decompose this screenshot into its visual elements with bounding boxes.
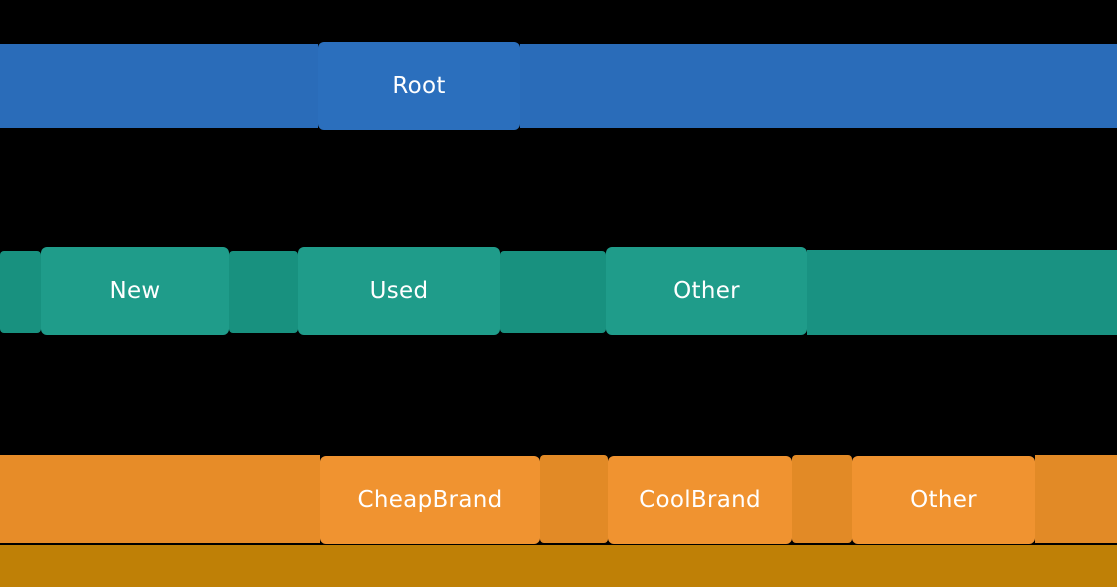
condition-unlabeled-4[interactable] bbox=[807, 250, 1117, 335]
root-band-left[interactable] bbox=[0, 44, 318, 128]
tile-label: Other bbox=[673, 277, 740, 304]
tile-other-condition[interactable]: Other bbox=[606, 247, 807, 335]
brand-unlabeled-4[interactable] bbox=[1035, 455, 1117, 543]
condition-unlabeled-2[interactable] bbox=[229, 251, 298, 333]
condition-unlabeled-1[interactable] bbox=[0, 251, 41, 333]
brand-unlabeled-3[interactable] bbox=[792, 455, 852, 543]
tile-label: New bbox=[109, 277, 161, 304]
tile-label: CoolBrand bbox=[639, 486, 761, 513]
brand-unlabeled-2[interactable] bbox=[540, 455, 608, 543]
tile-used[interactable]: Used bbox=[298, 247, 500, 335]
tile-label: Other bbox=[910, 486, 977, 513]
tile-new[interactable]: New bbox=[41, 247, 229, 335]
tile-label: Used bbox=[369, 277, 429, 304]
tile-cheapbrand[interactable]: CheapBrand bbox=[320, 456, 540, 544]
tile-root[interactable]: Root bbox=[318, 42, 520, 130]
root-band-right[interactable] bbox=[520, 44, 1117, 128]
brand-unlabeled-1[interactable] bbox=[0, 455, 320, 543]
tile-other-brand[interactable]: Other bbox=[852, 456, 1035, 544]
tile-label: Root bbox=[392, 72, 446, 99]
tile-coolbrand[interactable]: CoolBrand bbox=[608, 456, 792, 544]
cutoff-row[interactable] bbox=[0, 545, 1117, 587]
tile-label: CheapBrand bbox=[357, 486, 503, 513]
condition-unlabeled-3[interactable] bbox=[500, 251, 606, 333]
